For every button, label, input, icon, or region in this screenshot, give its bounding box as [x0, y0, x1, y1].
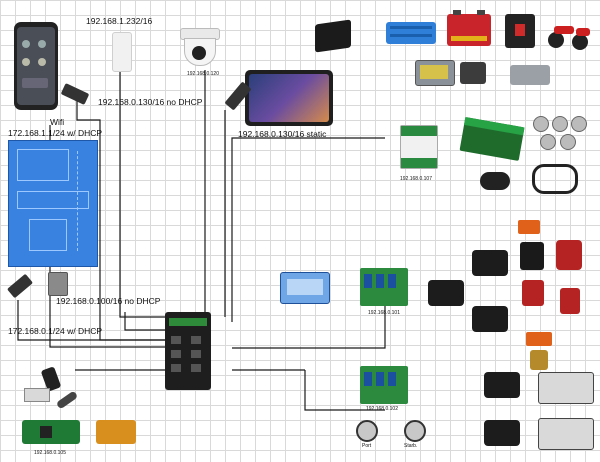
- power-supply-icon: [460, 62, 486, 84]
- label-ip-relay-102: 192.168.0.102: [366, 406, 398, 412]
- wifi-access-point-icon: [112, 32, 132, 72]
- solenoid-valve-icon: [472, 250, 508, 276]
- motorized-valve-icon: [518, 220, 540, 234]
- cable-icon: [538, 418, 594, 450]
- label-ip-camera: 192.168.0.120: [187, 71, 219, 77]
- usb-adapter-icon: [24, 388, 50, 402]
- wire-ap-switch: [119, 70, 165, 318]
- label-ip-relay-101: 192.168.0.101: [368, 310, 400, 316]
- label-wifi: Wifi: [50, 117, 65, 127]
- relay-board-icon: [360, 366, 408, 404]
- solenoid-valve-icon: [428, 280, 464, 306]
- solenoid-valve-icon: [484, 372, 520, 398]
- solenoid-valve-icon: [560, 288, 580, 314]
- smartphone-icon: [14, 22, 58, 110]
- waterproof-box-icon: [280, 272, 330, 304]
- solenoid-valve-icon: [522, 280, 544, 306]
- push-button-icon: [356, 420, 378, 442]
- wire-io-switch: [231, 137, 385, 322]
- usb-adapter-icon: [48, 272, 68, 296]
- led-spot-icon: [571, 116, 587, 132]
- led-spot-icon: [540, 134, 556, 150]
- led-spot-icon: [552, 116, 568, 132]
- relay-board-icon: [360, 268, 408, 306]
- raspberry-pi-icon: [96, 420, 136, 444]
- dc-dc-converter-icon: [415, 60, 455, 86]
- wire-relay102-down: [304, 370, 385, 411]
- led-spot-icon: [533, 116, 549, 132]
- raspberry-pi-icon: [22, 420, 80, 444]
- motorized-valve-icon: [526, 332, 552, 346]
- raspberry-pi-icon: [8, 140, 98, 267]
- label-btn-port: Port: [362, 443, 372, 449]
- label-ip-pi-zero: 192.168.0.105: [34, 450, 66, 456]
- label-ip-dhcp-low: 172.168.0.1/24 w/ DHCP: [8, 326, 103, 336]
- wire-pi-switch: [124, 312, 165, 331]
- label-ip-accesspoint: 192.168.1.232/16: [86, 16, 153, 26]
- io-module-icon: [400, 125, 438, 169]
- label-ip-nodhcp-mid: 192.168.0.100/16 no DHCP: [56, 296, 161, 306]
- ptz-camera-icon: [180, 28, 220, 66]
- battery-switch-icon: [548, 26, 592, 52]
- solenoid-valve-icon: [472, 306, 508, 332]
- label-btn-stbd: Starb.: [404, 443, 418, 449]
- label-ip-nodhcp-top: 192.168.0.130/16 no DHCP: [98, 97, 203, 107]
- led-spot-icon: [560, 134, 576, 150]
- solenoid-valve-icon: [520, 242, 544, 270]
- cable-icon: [532, 164, 578, 194]
- label-ip-tablet: 192.168.0.130/16 static: [238, 129, 327, 139]
- power-supply-icon: [510, 65, 550, 85]
- tablet-icon: [245, 70, 333, 126]
- push-button-icon: [404, 420, 426, 442]
- label-ip-io-module: 192.168.0.107: [400, 176, 432, 182]
- dc-dc-converter-icon: [386, 22, 436, 44]
- battery-icon: [447, 10, 491, 46]
- ethernet-switch-icon: [165, 312, 211, 390]
- solenoid-valve-icon: [484, 420, 520, 446]
- wire-usb-switch: [17, 300, 165, 341]
- cable-icon: [538, 372, 594, 404]
- xlr-connector-icon: [480, 172, 510, 190]
- solenoid-valve-icon: [556, 240, 582, 270]
- circuit-breaker-icon: [505, 14, 535, 48]
- poe-injector-icon: [315, 19, 351, 53]
- wire-relay101-switch: [232, 303, 386, 349]
- label-ip-pi-dhcp: 172.168.1.1/24 w/ DHCP: [8, 128, 103, 138]
- solenoid-valve-icon: [530, 350, 548, 370]
